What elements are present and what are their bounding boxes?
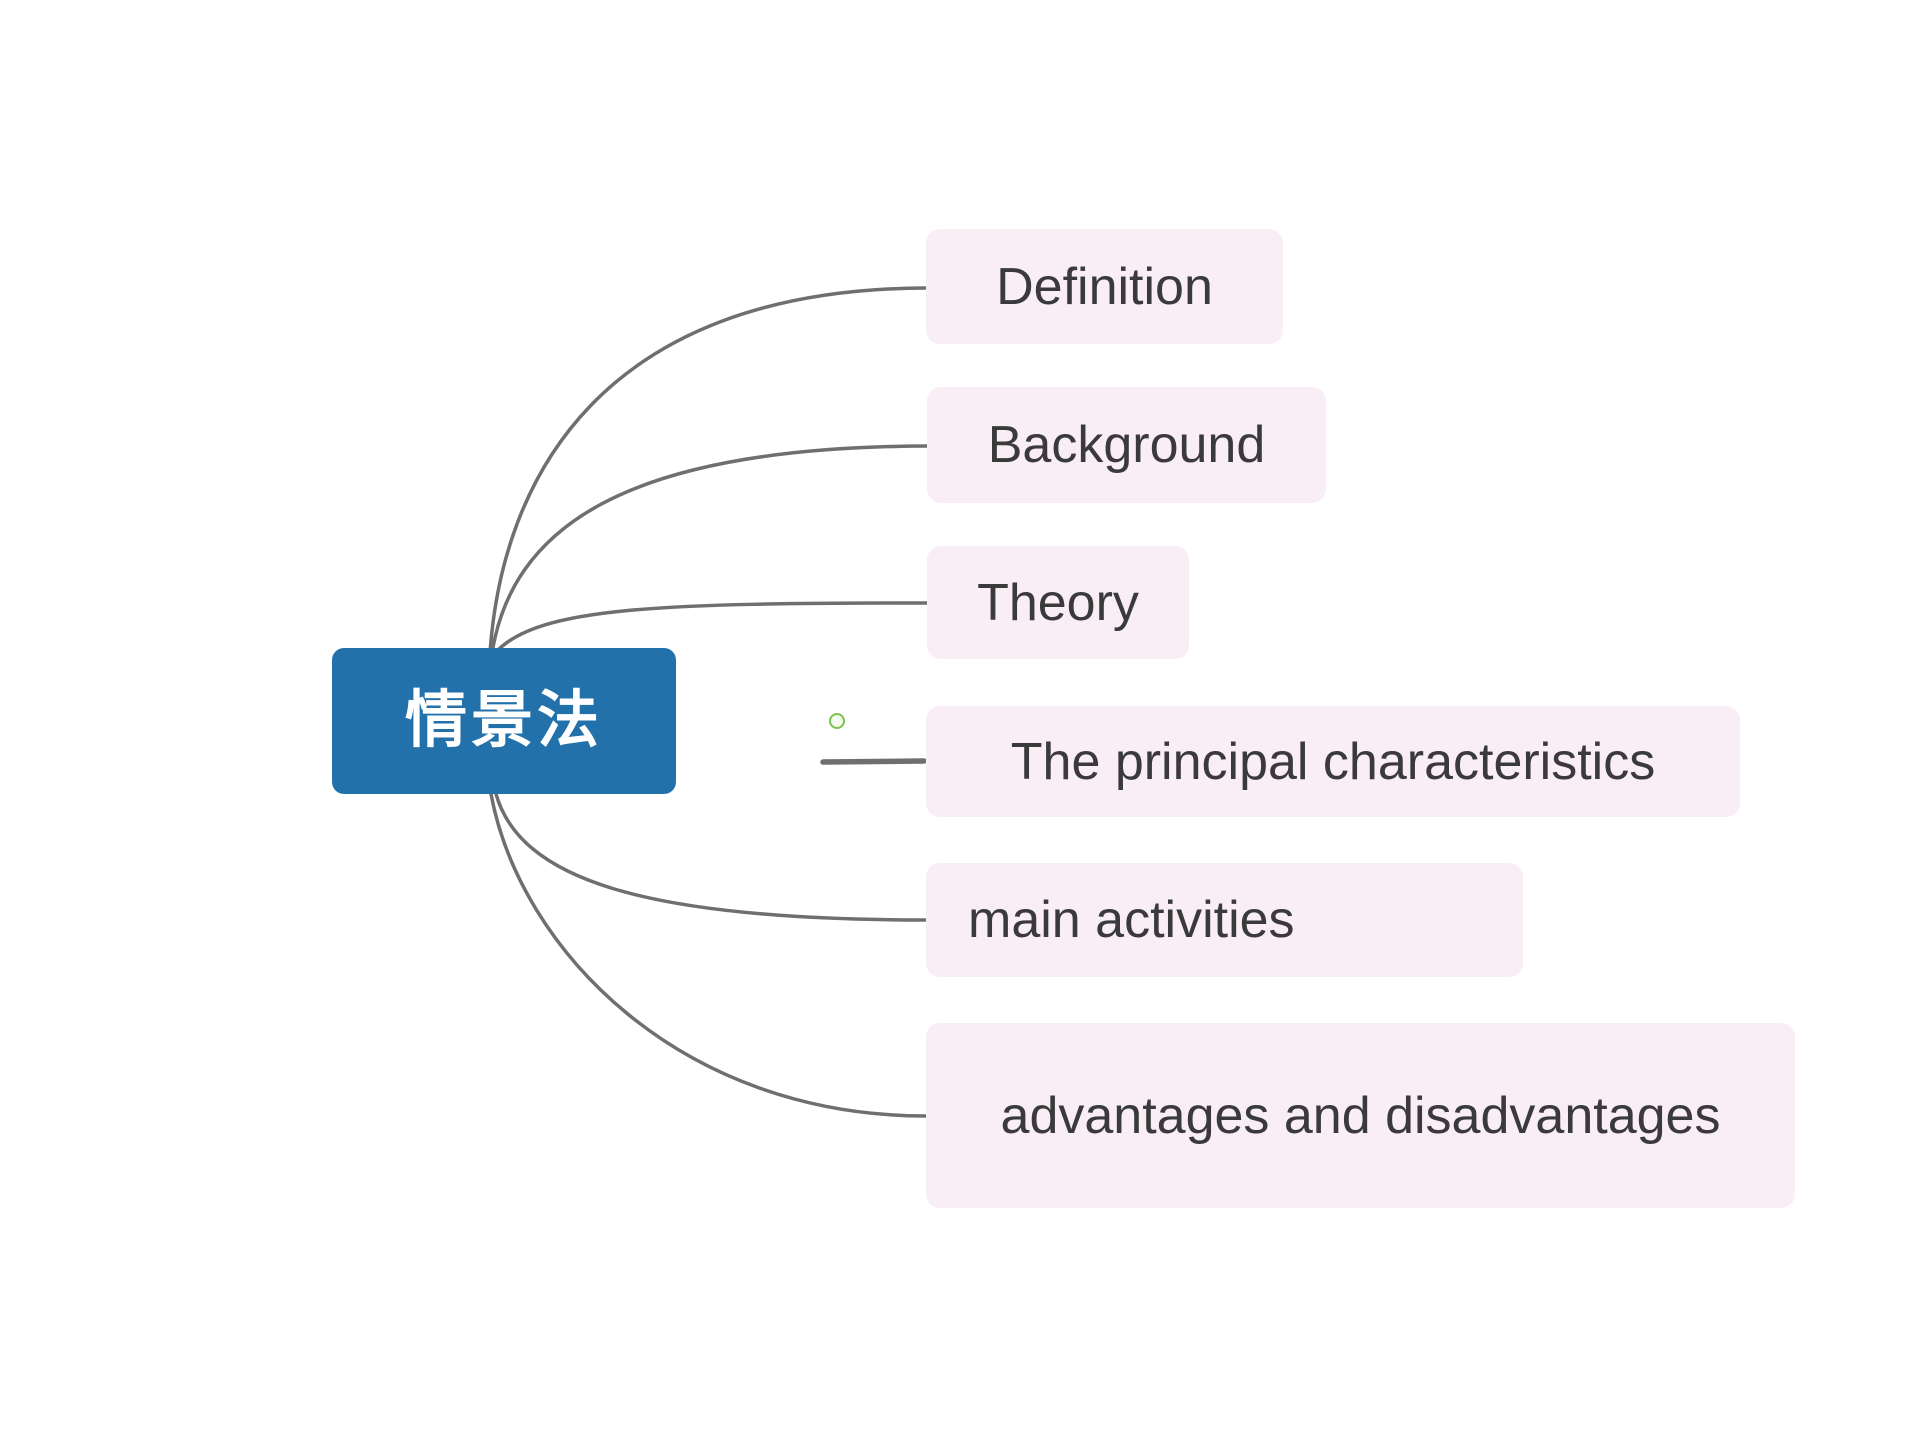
connector-main-activities (494, 792, 928, 922)
topic-node-theory[interactable]: Theory (927, 546, 1189, 659)
connector-principal-characteristics-stub (820, 758, 927, 765)
topic-node-advantages-disadvantages[interactable]: advantages and disadvantages (926, 1023, 1795, 1208)
connector-theory (495, 601, 929, 653)
central-topic-node[interactable]: 情景法 (332, 648, 676, 794)
connector-background (490, 444, 929, 655)
topic-node-background[interactable]: Background (927, 387, 1326, 503)
topic-node-principal-characteristics[interactable]: The principal characteristics (926, 706, 1740, 817)
connector-definition (488, 286, 928, 655)
topic-node-main-activities[interactable]: main activities (926, 863, 1523, 977)
topic-node-definition[interactable]: Definition (926, 229, 1283, 344)
connector-advantages-disadvantages (489, 792, 928, 1118)
topic-drag-handle-dot[interactable] (829, 713, 845, 729)
